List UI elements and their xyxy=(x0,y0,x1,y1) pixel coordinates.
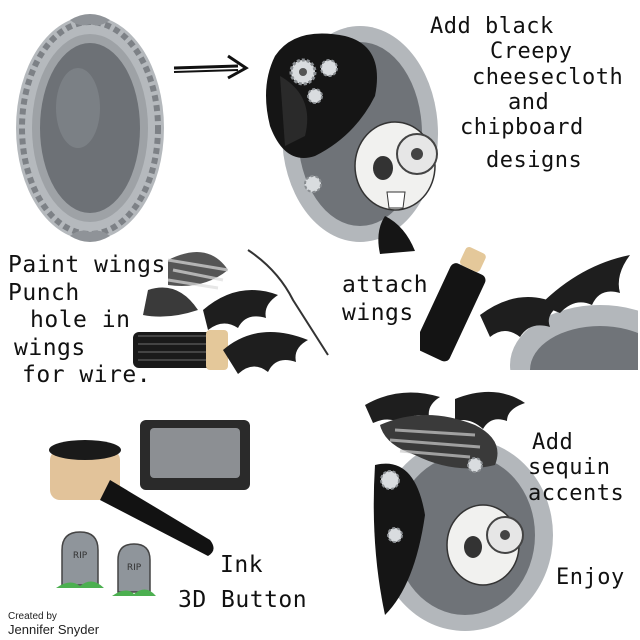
bat-wing-icon xyxy=(203,290,308,374)
caption-step4: Add sequin accents xyxy=(528,430,624,506)
gear-icon xyxy=(380,457,483,543)
caption-line: wings xyxy=(342,299,414,326)
caption-line: Punch xyxy=(8,279,80,306)
caption-step6: Enjoy xyxy=(556,565,625,590)
caption-step5: Ink 3D Button xyxy=(178,548,307,617)
caption-line: designs xyxy=(486,148,583,174)
caption-line: 3D Button xyxy=(178,586,308,613)
ink-blender-tool-icon xyxy=(49,440,214,556)
caption-line: Creepy xyxy=(490,39,573,65)
right-arrow-icon xyxy=(173,54,249,80)
caption-step2: Paint wings, Punch hole in wings for wir… xyxy=(8,252,180,390)
wire-spool-icon xyxy=(133,330,228,370)
photo-wings-and-wire xyxy=(133,249,329,374)
caption-line: attach xyxy=(342,272,429,298)
tombstone-label: RIP xyxy=(73,551,88,561)
caption-line: accents xyxy=(528,480,625,506)
caption-line: and xyxy=(508,89,550,115)
caption-line: Ink xyxy=(220,552,264,578)
caption-line: chipboard xyxy=(460,115,584,141)
caption-line: Add black xyxy=(430,14,554,39)
caption-step1: Add black Creepy cheesecloth and chipboa… xyxy=(430,14,635,174)
photo-wings-attached xyxy=(420,247,638,370)
skull-icon xyxy=(354,121,438,211)
tombstone-label: RIP xyxy=(127,563,142,573)
tombstone-icon: RIP xyxy=(56,531,104,588)
caption-line: wings xyxy=(14,334,86,361)
caption-step3: attach wings xyxy=(342,272,428,327)
caption-line: hole in xyxy=(30,307,131,334)
caption-line: cheesecloth xyxy=(472,64,624,90)
caption-line: for wire. xyxy=(22,362,152,389)
photo-frame-with-cheesecloth xyxy=(266,26,438,254)
bat-wing-icon xyxy=(480,255,630,337)
bat-wing-icon xyxy=(365,391,525,429)
photo-plain-frame xyxy=(16,14,164,242)
credit-created-by: Created by xyxy=(8,611,57,622)
wire-spool-icon xyxy=(420,247,486,362)
caption-line: sequin xyxy=(528,455,611,481)
credit: Created by Jennifer Snyder xyxy=(8,611,100,637)
gear-icon xyxy=(289,58,338,193)
caption-line: Paint wings, xyxy=(8,252,181,278)
credit-author-name: Jennifer Snyder xyxy=(8,621,100,637)
photo-finished-piece xyxy=(365,391,553,631)
photo-ink-and-buttons: RIP RIP xyxy=(49,420,250,596)
skull-icon xyxy=(446,504,524,586)
tombstone-icon: RIP xyxy=(112,543,156,596)
caption-line: Add xyxy=(532,430,574,455)
